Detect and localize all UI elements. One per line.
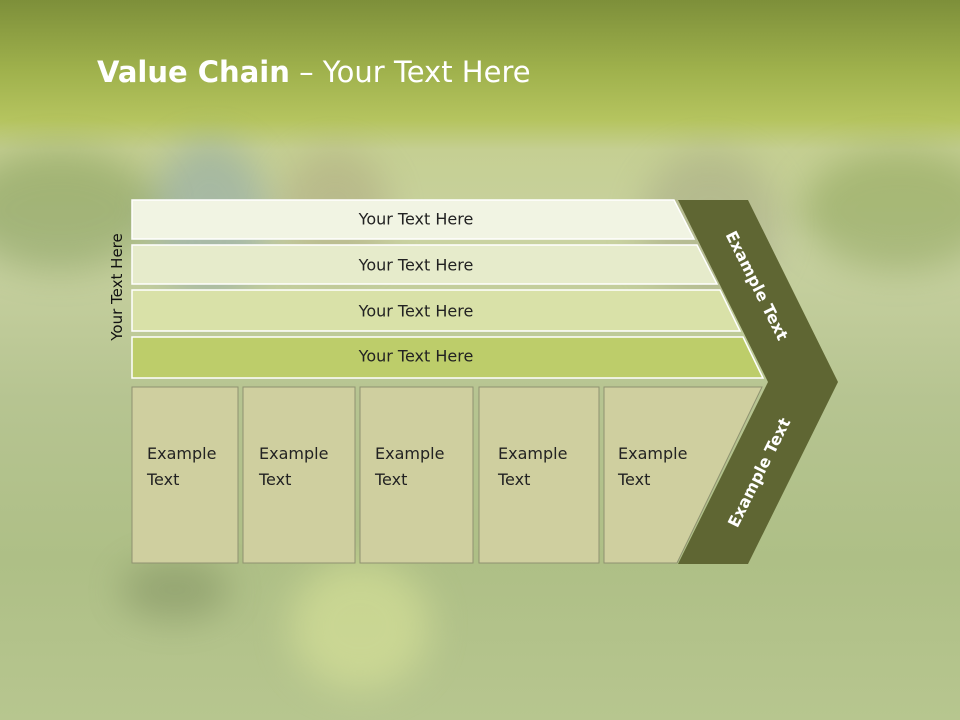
bar-4 (131, 336, 765, 379)
box-1-line1: Example (147, 444, 216, 463)
box-3-line2: Text (374, 470, 407, 489)
bar-3-label: Your Text Here (358, 302, 474, 321)
bar-1 (131, 199, 696, 240)
title-bold: Value Chain (97, 55, 290, 89)
box-3 (359, 386, 474, 564)
box-5-line2: Text (617, 470, 650, 489)
box-5-line1: Example (618, 444, 687, 463)
box-3-line1: Example (375, 444, 444, 463)
box-4-line2: Text (497, 470, 530, 489)
bar-1-label: Your Text Here (358, 210, 474, 229)
box-2-line1: Example (259, 444, 328, 463)
title-rest: – Your Text Here (289, 55, 531, 89)
box-1 (131, 386, 239, 564)
box-4-line1: Example (498, 444, 567, 463)
bar-3 (131, 289, 742, 332)
box-2 (242, 386, 356, 564)
bar-2 (131, 244, 719, 285)
box-2-line2: Text (258, 470, 291, 489)
bar-2-label: Your Text Here (358, 256, 474, 275)
chevron-arrow (678, 200, 838, 564)
bar-4-label: Your Text Here (358, 347, 474, 366)
slide-title: Value Chain – Your Text Here (97, 55, 531, 89)
box-5 (603, 386, 763, 564)
box-1-line2: Text (146, 470, 179, 489)
box-4 (478, 386, 600, 564)
